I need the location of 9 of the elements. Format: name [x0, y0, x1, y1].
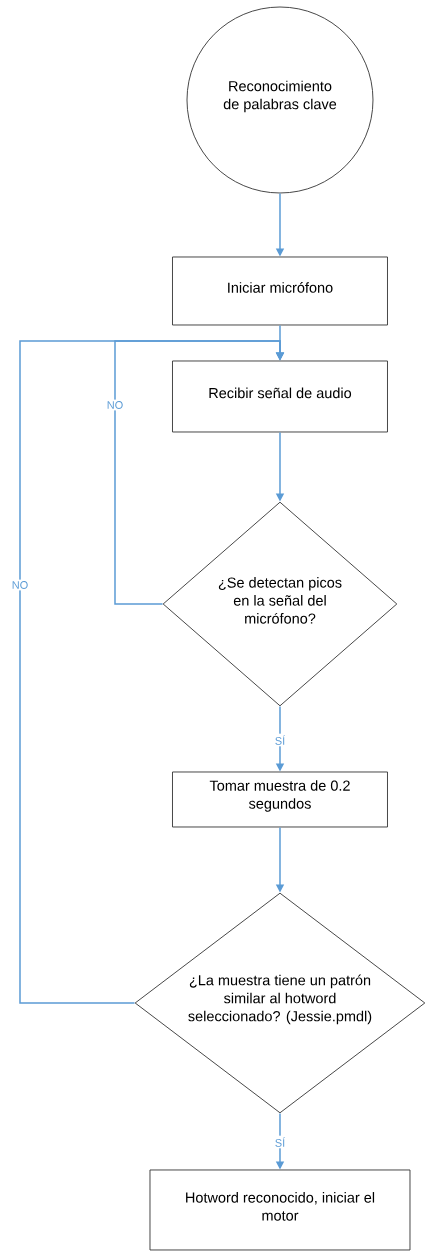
edge-label: NO: [10, 579, 30, 591]
process-box: Iniciar micrófono: [172, 256, 388, 326]
process-box: Recibir señal de audio: [172, 360, 388, 433]
edge-label: SÍ: [273, 733, 287, 747]
process-box: Tomar muestra de 0.2 segundos: [172, 771, 388, 828]
edge-label: NO: [105, 399, 125, 411]
edge-label: SÍ: [273, 1135, 287, 1149]
process-box: Hotword reconocido, iniciar el motor: [149, 1169, 411, 1251]
arrow: [19, 340, 285, 1004]
